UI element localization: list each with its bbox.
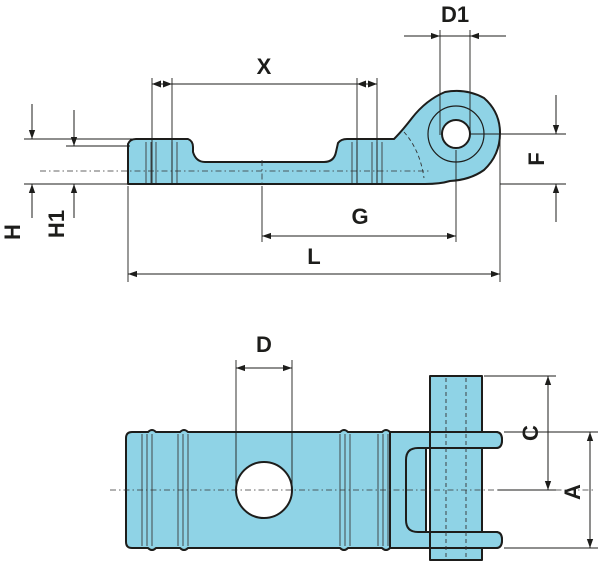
top-view: [110, 375, 596, 561]
side-view-body: [127, 89, 501, 185]
label-g: G: [351, 204, 368, 229]
dim-h1: H1: [44, 110, 130, 238]
dim-d1: D1: [404, 2, 506, 135]
dim-a: A: [504, 431, 598, 549]
side-view: [40, 89, 501, 186]
dim-x: X: [151, 54, 378, 183]
label-l: L: [307, 244, 320, 269]
label-x: X: [257, 54, 272, 79]
dim-c: C: [484, 375, 556, 491]
dim-d: D: [235, 332, 293, 490]
label-d1: D1: [441, 2, 469, 27]
dim-l: L: [127, 140, 501, 282]
label-h: H: [0, 224, 25, 240]
top-view-fork-arm-upper: [429, 431, 503, 449]
label-f: F: [524, 152, 549, 165]
dim-f: F: [470, 95, 566, 222]
dim-g: G: [261, 150, 457, 242]
label-h1: H1: [44, 210, 69, 238]
side-view-eye-hole: [441, 119, 471, 149]
label-a: A: [560, 484, 585, 500]
label-c: C: [518, 425, 543, 441]
label-d: D: [256, 332, 272, 357]
